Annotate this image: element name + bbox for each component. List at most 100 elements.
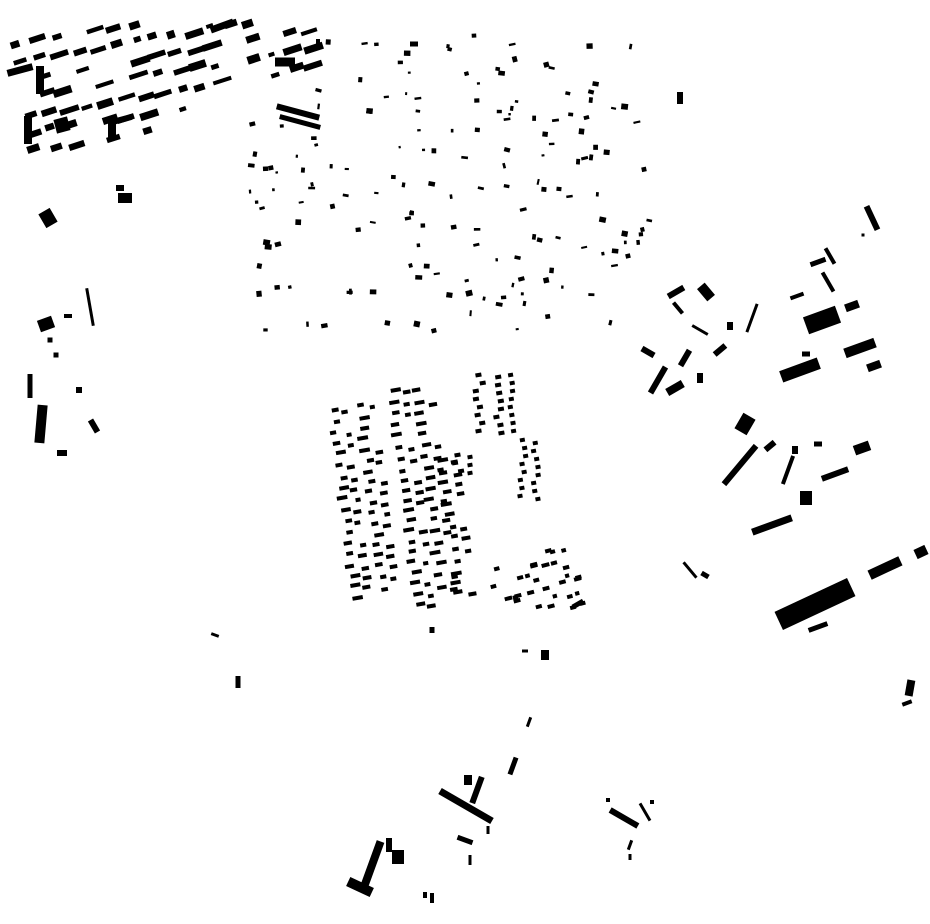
building (595, 192, 599, 197)
building (153, 88, 173, 100)
building (427, 593, 435, 599)
building (44, 122, 55, 132)
building (519, 207, 527, 212)
building (361, 41, 368, 46)
building (511, 282, 515, 288)
building (521, 469, 527, 475)
building (75, 65, 90, 74)
building (473, 242, 480, 247)
building (346, 876, 374, 898)
building (437, 457, 449, 463)
building (429, 527, 441, 534)
building (53, 116, 71, 134)
building (267, 51, 275, 58)
building (287, 285, 292, 289)
building (560, 547, 567, 553)
building (608, 319, 613, 326)
building (320, 323, 328, 329)
building (146, 31, 158, 41)
building (352, 595, 364, 601)
building (423, 465, 435, 471)
building (342, 193, 349, 198)
building (802, 305, 842, 335)
building (184, 27, 205, 40)
building (130, 54, 151, 68)
building (430, 515, 438, 521)
building (95, 79, 115, 90)
building (282, 27, 297, 38)
building (408, 548, 417, 554)
building (429, 549, 441, 556)
building (86, 24, 105, 35)
building (514, 255, 521, 261)
building (400, 477, 409, 484)
building (519, 485, 525, 491)
building (335, 462, 343, 468)
building (568, 112, 574, 117)
building (350, 572, 361, 579)
building (450, 579, 461, 586)
building (587, 89, 595, 95)
building (368, 478, 376, 484)
building (542, 277, 550, 284)
building (628, 43, 633, 50)
building (515, 327, 519, 331)
building (697, 282, 715, 302)
building (541, 650, 549, 660)
building (333, 419, 341, 425)
building (682, 561, 698, 579)
building (390, 387, 402, 393)
building (495, 301, 503, 307)
building (677, 348, 693, 368)
building (256, 290, 262, 298)
building (346, 432, 352, 438)
building (375, 449, 384, 455)
building (374, 191, 379, 195)
building (438, 470, 448, 476)
building (372, 541, 380, 548)
building (497, 398, 505, 404)
building (422, 541, 430, 547)
building (369, 289, 377, 295)
building (464, 775, 472, 785)
building (443, 529, 452, 536)
building (9, 39, 21, 50)
building (866, 359, 882, 373)
building (6, 63, 34, 77)
building (379, 574, 387, 580)
building (555, 235, 561, 240)
building (452, 589, 463, 595)
building (356, 402, 365, 408)
building (311, 136, 317, 141)
building (116, 185, 124, 191)
building (415, 601, 426, 607)
building (727, 322, 733, 330)
building (852, 440, 872, 456)
building (535, 603, 543, 610)
building (511, 55, 518, 63)
building (24, 116, 32, 144)
building (544, 313, 551, 320)
building (64, 314, 72, 318)
building (475, 372, 482, 378)
building (531, 233, 537, 240)
building (507, 756, 519, 776)
building (402, 526, 415, 533)
building (128, 20, 141, 31)
building (308, 186, 316, 190)
building (574, 590, 580, 596)
building (844, 299, 860, 313)
building (476, 404, 484, 410)
building (34, 404, 48, 444)
building (401, 182, 406, 188)
building (212, 75, 232, 86)
building (317, 103, 321, 110)
building (413, 410, 425, 416)
building (571, 598, 585, 610)
building (340, 506, 352, 513)
building (417, 128, 421, 132)
building (390, 421, 400, 428)
building (406, 558, 416, 564)
building (516, 574, 524, 581)
building (509, 412, 515, 418)
